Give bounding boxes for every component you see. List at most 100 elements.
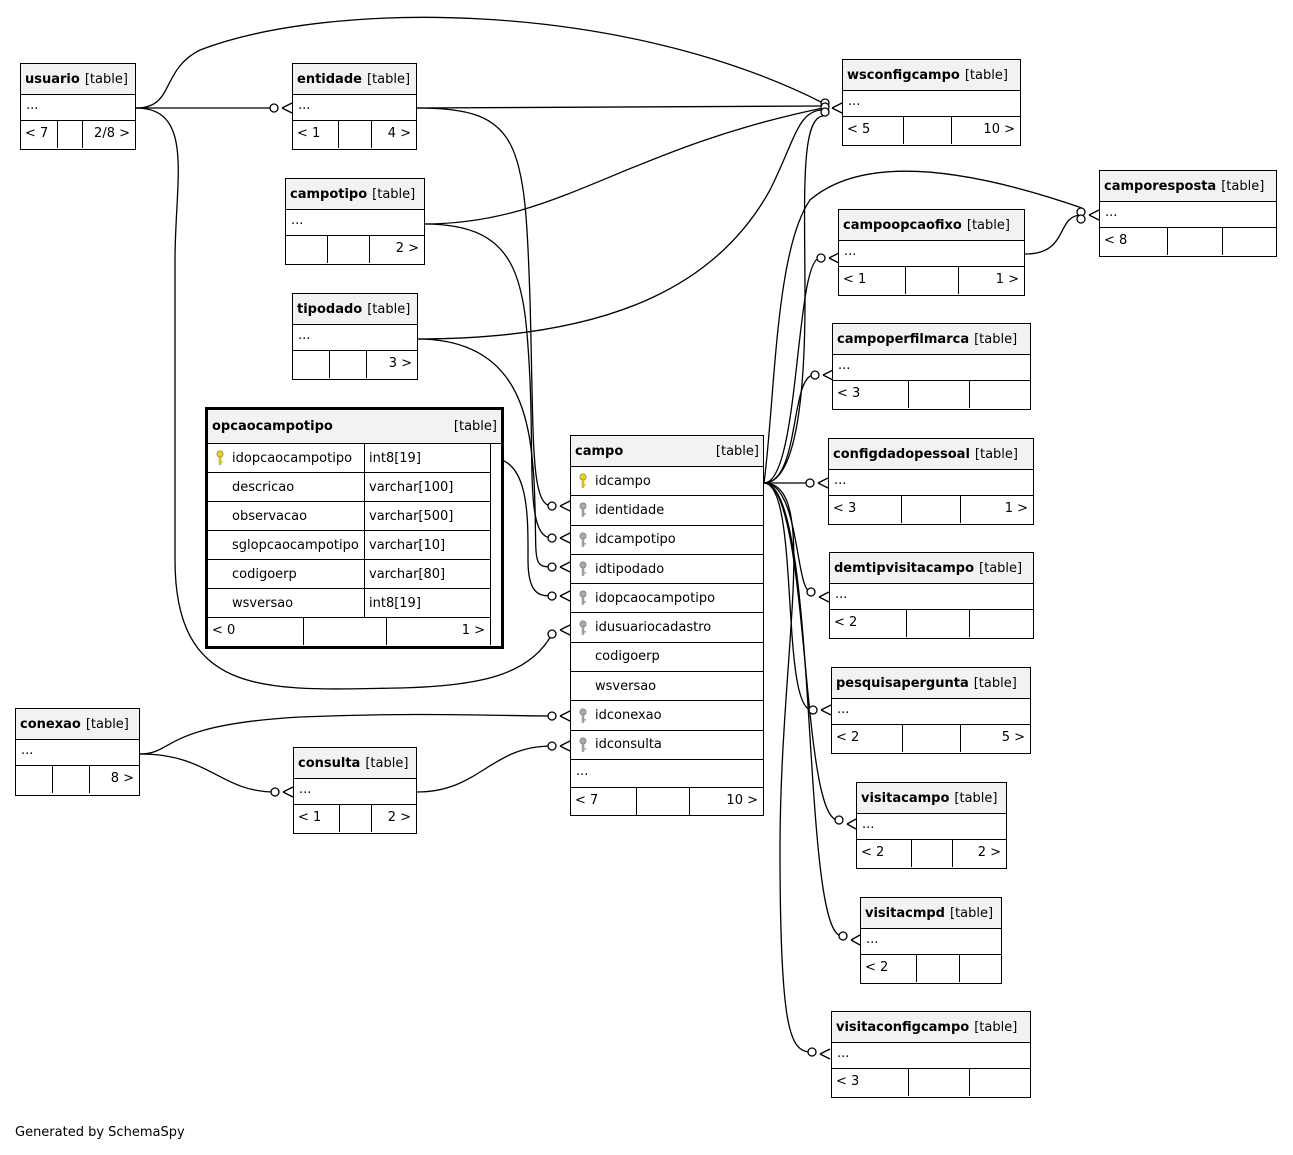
table-campotipo[interactable]: campotipo[table] ... 2 > [285, 178, 425, 265]
collapsed-columns: ... [829, 470, 1033, 496]
table-tipodado[interactable]: tipodado[table] ... 3 > [292, 293, 418, 380]
column-name: identidade [595, 502, 665, 518]
column-name: observacao [232, 508, 308, 524]
table-header: campo[table] [571, 436, 763, 467]
parents-count[interactable]: < 3 [829, 496, 902, 523]
table-campoperfilmarca[interactable]: campoperfilmarca[table] ... < 3 [832, 323, 1031, 410]
table-tag: [table] [966, 217, 1010, 233]
collapsed-columns: ... [832, 699, 1030, 725]
parents-count[interactable]: < 7 [571, 787, 637, 815]
table-conexao[interactable]: conexao[table] ... 8 > [15, 708, 140, 796]
parents-count[interactable]: < 5 [843, 117, 904, 144]
edge-campo-campoopcaofixo [763, 257, 821, 484]
parents-count[interactable]: < 2 [857, 840, 912, 867]
parents-count[interactable]: < 1 [293, 121, 339, 148]
column-type: varchar[500] [369, 508, 454, 524]
parents-count[interactable] [286, 236, 328, 263]
children-count[interactable] [1223, 228, 1276, 255]
children-count[interactable]: 10 > [726, 792, 758, 808]
parents-count[interactable]: < 3 [832, 1069, 909, 1096]
column-name: codigoerp [595, 649, 660, 665]
children-count[interactable]: 1 > [995, 272, 1019, 287]
parents-count[interactable]: < 2 [861, 955, 917, 982]
children-count[interactable] [970, 1069, 1030, 1096]
children-count[interactable]: 1 > [1004, 501, 1028, 516]
column-name: descricao [232, 479, 295, 495]
table-name: conexao [20, 716, 81, 732]
children-count[interactable]: 5 > [1001, 730, 1025, 745]
table-demtipvisitacampo[interactable]: demtipvisitacampo[table] ... < 2 [829, 552, 1034, 639]
children-count[interactable]: 1 > [461, 623, 485, 638]
table-name: configdadopessoal [833, 446, 970, 462]
parents-count[interactable] [16, 766, 53, 793]
table-campo[interactable]: campo[table] idcampo identidade idcampotip… [570, 435, 764, 816]
children-count[interactable]: 4 > [387, 126, 411, 141]
column-row[interactable]: observacao varchar[500] [208, 502, 490, 531]
children-count[interactable]: 8 > [110, 771, 134, 786]
children-count[interactable]: 10 > [983, 122, 1015, 137]
parents-count[interactable]: < 1 [839, 267, 906, 294]
column-row[interactable]: idopcaocampotipo [571, 584, 763, 614]
column-row[interactable]: wsversao [571, 672, 763, 702]
table-visitacmpd[interactable]: visitacmpd[table] ... < 2 [860, 897, 1002, 984]
table-tag: [table] [372, 186, 416, 202]
column-row[interactable]: idconexao [571, 701, 763, 731]
children-count[interactable] [970, 381, 1030, 408]
column-row[interactable]: idcampotipo [571, 526, 763, 555]
children-count[interactable]: 2 > [977, 845, 1001, 860]
children-count[interactable]: 3 > [388, 356, 412, 371]
parents-count[interactable]: < 0 [208, 618, 304, 645]
children-count[interactable]: 2 > [395, 241, 419, 256]
parents-count[interactable]: < 2 [832, 725, 903, 752]
column-row[interactable]: idusuariocadastro [571, 613, 763, 643]
rows-cell [912, 840, 953, 867]
column-row[interactable]: codigoerp [571, 643, 763, 673]
column-name: idopcaocampotipo [595, 590, 716, 606]
parents-count[interactable]: < 1 [294, 805, 340, 832]
edge-conexao-consulta [139, 753, 276, 793]
column-row[interactable]: idconsulta [571, 731, 763, 760]
parents-count[interactable]: < 3 [833, 381, 909, 408]
children-count[interactable] [960, 955, 1001, 982]
children-count[interactable]: 2/8 > [94, 126, 130, 141]
foreign-key-icon [571, 532, 595, 548]
parents-count[interactable]: < 2 [830, 610, 907, 637]
table-camporesposta[interactable]: camporesposta[table] ... < 8 [1099, 170, 1277, 257]
column-name: wsversao [232, 595, 294, 611]
foreign-key-icon [571, 737, 595, 753]
column-row[interactable]: identidade [571, 496, 763, 526]
parents-count[interactable]: < 7 [21, 121, 58, 148]
table-tag: [table] [974, 331, 1018, 347]
table-header: campoperfilmarca[table] [833, 324, 1030, 355]
children-count[interactable] [970, 610, 1033, 637]
table-tag: [table] [964, 67, 1008, 83]
parents-count[interactable] [293, 351, 330, 378]
children-count[interactable]: 2 > [387, 810, 411, 825]
table-footer: < 1 1 > [839, 267, 1024, 294]
rows-cell [58, 121, 83, 148]
parents-count[interactable]: < 8 [1100, 228, 1168, 255]
foreign-key-icon [571, 708, 595, 724]
column-row[interactable]: idtipodado [571, 555, 763, 585]
table-header: tipodado[table] [293, 294, 417, 325]
table-name: visitaconfigcampo [836, 1019, 970, 1035]
column-row[interactable]: idcampo [571, 467, 763, 497]
table-visitaconfigcampo[interactable]: visitaconfigcampo[table] ... < 3 [831, 1011, 1031, 1098]
column-type: varchar[10] [369, 537, 446, 553]
